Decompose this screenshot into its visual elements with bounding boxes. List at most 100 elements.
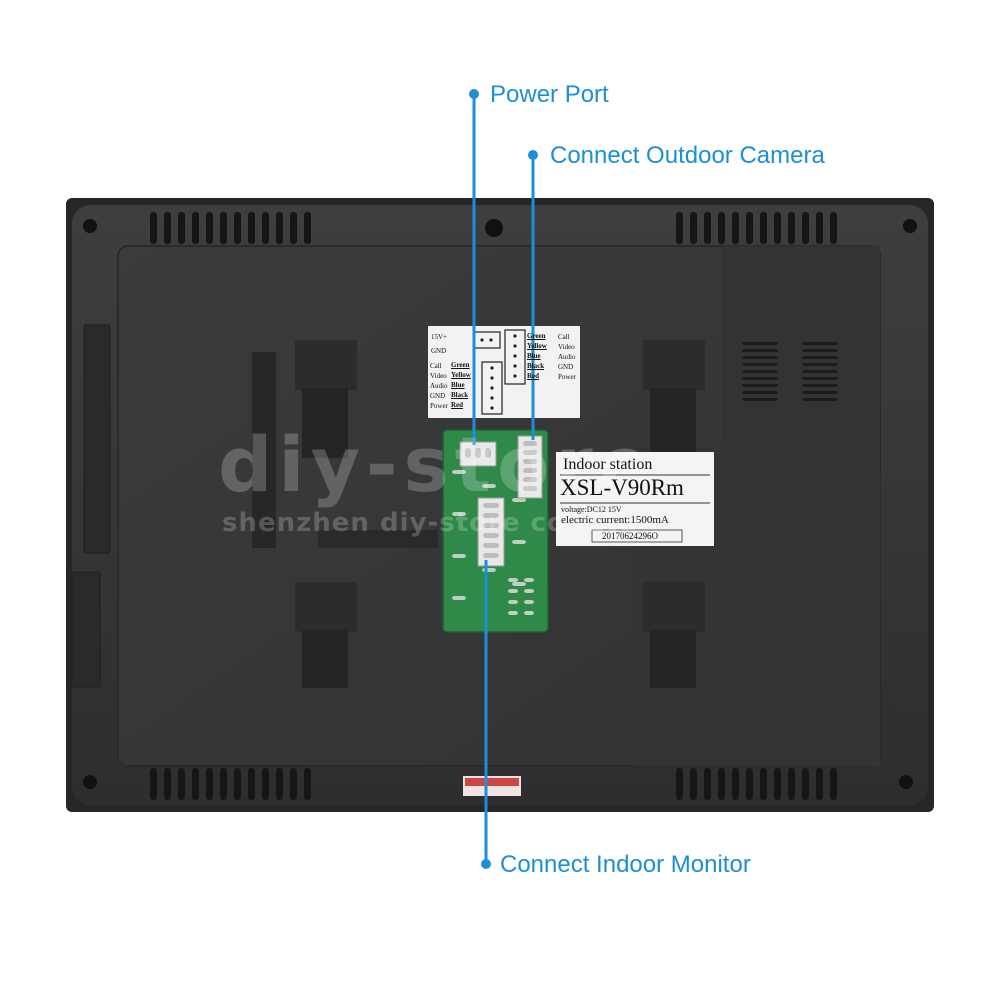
vent-slot (704, 212, 711, 244)
pcb-pad (508, 589, 518, 593)
callout-power-port: Power Port (490, 81, 609, 108)
grille-bar (802, 370, 838, 373)
vent-slot (276, 768, 283, 800)
grille-bar (742, 384, 778, 387)
pcb-pad (508, 611, 518, 615)
sticker-left-signal: Video (430, 372, 447, 380)
sticker-power-label: 15V+ (431, 333, 448, 341)
callout-indoor-monitor: Connect Indoor Monitor (500, 851, 751, 878)
sticker-left-color: Blue (451, 381, 465, 389)
sticker-pin-dot (490, 386, 494, 390)
grille-bar (802, 342, 838, 345)
pcb-pad (482, 484, 496, 488)
grille-bar (742, 370, 778, 373)
grille-bar (802, 377, 838, 380)
sticker-pin-dot (480, 338, 484, 342)
screw-hole-bottom-left (83, 775, 97, 789)
grille-bar (802, 391, 838, 394)
grille-bar (742, 391, 778, 394)
vent-slot (262, 768, 269, 800)
vent-slot (774, 212, 781, 244)
cable-slot (252, 352, 276, 548)
cable-channel (318, 530, 438, 548)
sticker-right-signal: Audio (558, 353, 576, 361)
grille-bar (802, 398, 838, 401)
vent-slot (788, 212, 795, 244)
sticker-gnd-label: GND (431, 347, 447, 355)
rating-sticker-stripe (465, 778, 519, 786)
pcb-pad (524, 578, 534, 582)
vent-slot (164, 212, 171, 244)
grille-bar (742, 363, 778, 366)
speaker-block (722, 246, 880, 446)
vent-slot (248, 212, 255, 244)
side-rail-upper (83, 324, 111, 554)
wiring-sticker (428, 326, 580, 418)
sticker-pin-dot (490, 376, 494, 380)
pcb-pad (452, 554, 466, 558)
callout-outdoor-camera: Connect Outdoor Camera (550, 142, 825, 169)
sticker-pin-dot (513, 334, 517, 338)
grille-bar (802, 384, 838, 387)
vent-slot (718, 212, 725, 244)
vent-slot (220, 212, 227, 244)
vent-slot (732, 768, 739, 800)
connector-pin (523, 441, 537, 446)
product-label-serial: 20170624296O (602, 531, 658, 541)
vent-slot (248, 768, 255, 800)
sticker-left-color: Red (451, 401, 464, 409)
sticker-right-color: Black (527, 362, 545, 370)
vent-slot (262, 212, 269, 244)
pcb-pad (524, 600, 534, 604)
connector-pin (523, 477, 537, 482)
vent-slot (164, 768, 171, 800)
sticker-left-signal: Call (430, 362, 442, 370)
vent-slot (704, 768, 711, 800)
vent-slot (676, 212, 683, 244)
grille-bar (802, 356, 838, 359)
connector-pin (483, 513, 499, 518)
sticker-right-signal: GND (558, 363, 574, 371)
mount-hole-bottom-right (650, 630, 696, 688)
vent-slot (760, 212, 767, 244)
vent-slot (830, 768, 837, 800)
sticker-indoor-connector-icon (481, 361, 503, 415)
screw-hole-top-right (903, 219, 917, 233)
vent-slot (234, 212, 241, 244)
product-label-model: XSL-V90Rm (560, 475, 684, 500)
vent-slot (690, 212, 697, 244)
screw-hole-top-left (83, 219, 97, 233)
vent-slot (150, 768, 157, 800)
connector-pin (483, 553, 499, 558)
vent-slot (732, 212, 739, 244)
sticker-left-color: Yellow (451, 371, 471, 379)
pcb-pad (512, 498, 526, 502)
vent-slot (802, 212, 809, 244)
connector-pin (485, 448, 491, 458)
connector-pin (523, 459, 537, 464)
mount-tab-bottom-left (295, 582, 357, 632)
vent-slot (178, 212, 185, 244)
serial-box (591, 529, 683, 543)
connector-pin (483, 503, 499, 508)
vent-slot (690, 768, 697, 800)
vent-slot (830, 212, 837, 244)
vent-slot (276, 212, 283, 244)
side-rail-lower (71, 571, 101, 688)
grille-bar (802, 349, 838, 352)
vent-slot (676, 768, 683, 800)
sticker-pin-dot (490, 396, 494, 400)
product-label-current: electric current:1500mA (561, 514, 669, 526)
connector-pin (465, 448, 471, 458)
mount-hole-top-left (302, 388, 348, 458)
connector-pin (483, 543, 499, 548)
sticker-left-color: Green (451, 361, 470, 369)
grille-bar (742, 377, 778, 380)
screw-hole-bottom-right (899, 775, 913, 789)
sticker-pin-dot (513, 354, 517, 358)
vent-slot (816, 212, 823, 244)
vent-slot (746, 212, 753, 244)
vent-slot (746, 768, 753, 800)
sticker-pin-dot (490, 406, 494, 410)
